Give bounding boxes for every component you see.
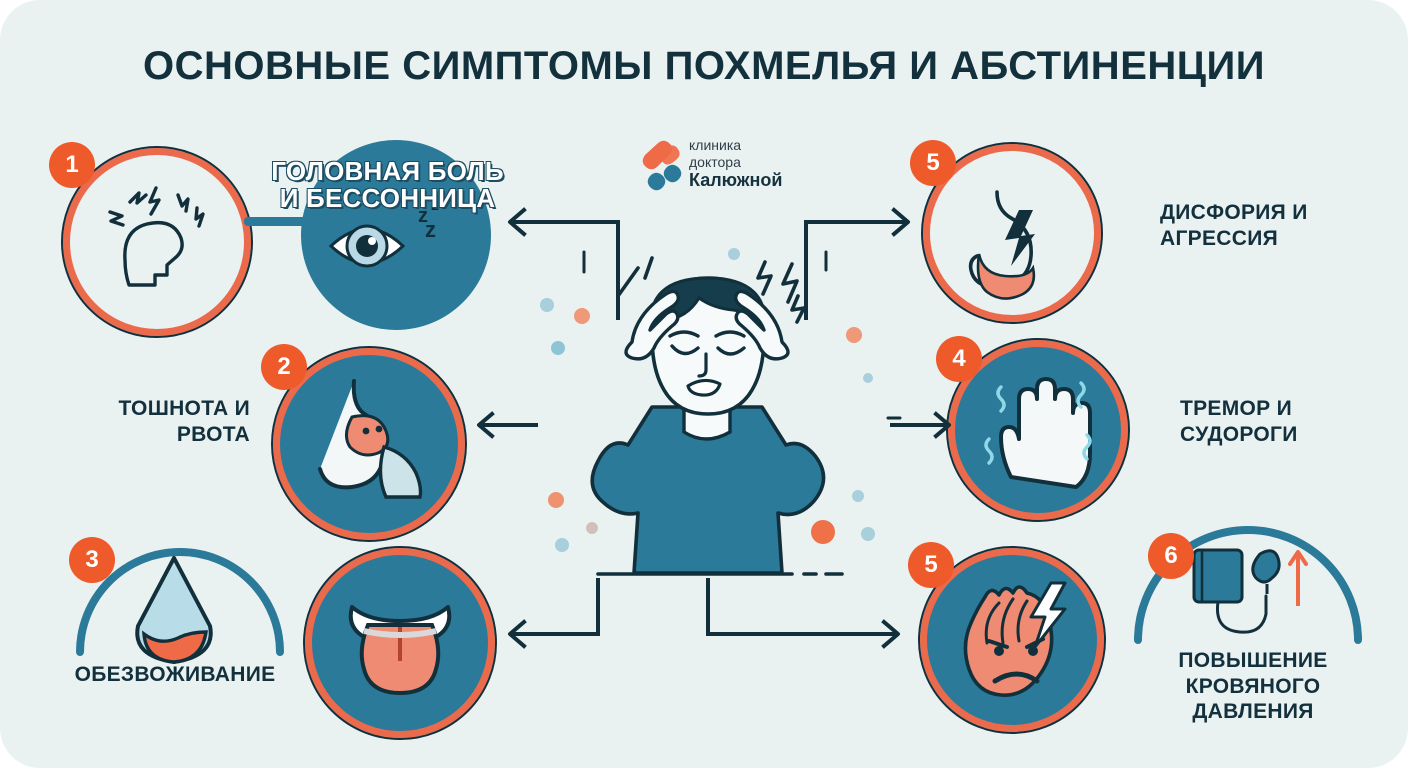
central-figure (520, 248, 902, 590)
tongue-circle[interactable] (303, 546, 497, 740)
item-5b-circle[interactable]: 5 (908, 542, 1106, 734)
item-1-circle[interactable]: 1 (49, 142, 253, 338)
logo-line-1: клиника (689, 137, 742, 153)
item-2-badge: 2 (261, 344, 307, 390)
item-3-label: ОБЕЗВОЖИВАНИЕ (74, 663, 276, 686)
item-5-circle[interactable]: 5 (910, 140, 1103, 324)
item-4-circle[interactable]: 4 (936, 336, 1130, 522)
stomach-vomiting-icon (318, 379, 423, 499)
svg-text:z: z (425, 217, 436, 242)
item-1-label: ГОЛОВНАЯ БОЛЬ И БЕССОННИЦА (271, 156, 504, 213)
logo-line-3: Калюжной (689, 170, 783, 191)
arrow-center-to-tongue (508, 578, 600, 649)
item-1-connector (244, 217, 314, 226)
item-5-label: ДИСФОРИЯ И АГРЕССИЯ (1160, 201, 1308, 250)
arrow-center-to-item-4 (890, 411, 951, 439)
item-1-badge: 1 (49, 142, 95, 188)
head-with-lightning-icon (108, 186, 205, 287)
logo-line-2: доктора (689, 153, 741, 170)
page-title: ОСНОВНЫЕ СИМПТОМЫ ПОХМЕЛЬЯ И АБСТИНЕНЦИИ (143, 44, 1265, 88)
item-6-label: ПОВЫШЕНИЕ КРОВЯНОГО ДАВЛЕНИЯ (1178, 649, 1328, 724)
svg-text:z: z (431, 197, 439, 214)
item-4-badge: 4 (936, 336, 982, 382)
item-1-secondary-circle[interactable]: z z z (301, 140, 491, 330)
angry-heart-lightning-icon (963, 581, 1067, 697)
item-4-label: ТРЕМОР И СУДОРОГИ (1180, 397, 1298, 446)
item-5b-badge: 5 (908, 542, 954, 588)
blood-pressure-cuff-icon (1192, 548, 1308, 634)
arrow-center-to-item-5b (706, 578, 900, 649)
stomach-lightning-icon (968, 190, 1036, 300)
logo-mark-icon (637, 140, 689, 193)
item-6-circle[interactable] (1188, 540, 1318, 650)
clinic-logo: клиника доктора Калюжной (637, 137, 827, 197)
svg-text:z: z (418, 205, 428, 227)
item-3-arc (76, 548, 284, 656)
item-3-circle[interactable] (124, 552, 224, 678)
sleepy-eye-zzz-icon: z z z (328, 197, 439, 268)
item-2-circle[interactable]: 2 (261, 344, 467, 542)
item-5-badge: 5 (910, 140, 956, 186)
item-6-arc (1134, 526, 1362, 644)
item-6-badge: 6 (1148, 533, 1194, 579)
man-holding-head-in-pain-icon (540, 248, 902, 576)
arrow-center-to-item-5 (804, 207, 910, 320)
water-drop-icon (135, 556, 213, 664)
item-3-badge: 3 (69, 537, 115, 583)
arrow-center-to-item-2 (477, 411, 538, 439)
item-2-label: ТОШНОТА И РВОТА (118, 397, 250, 446)
arrow-center-to-item-1 (508, 207, 620, 320)
tongue-mouth-icon (348, 605, 452, 696)
trembling-hand-icon (984, 377, 1092, 489)
